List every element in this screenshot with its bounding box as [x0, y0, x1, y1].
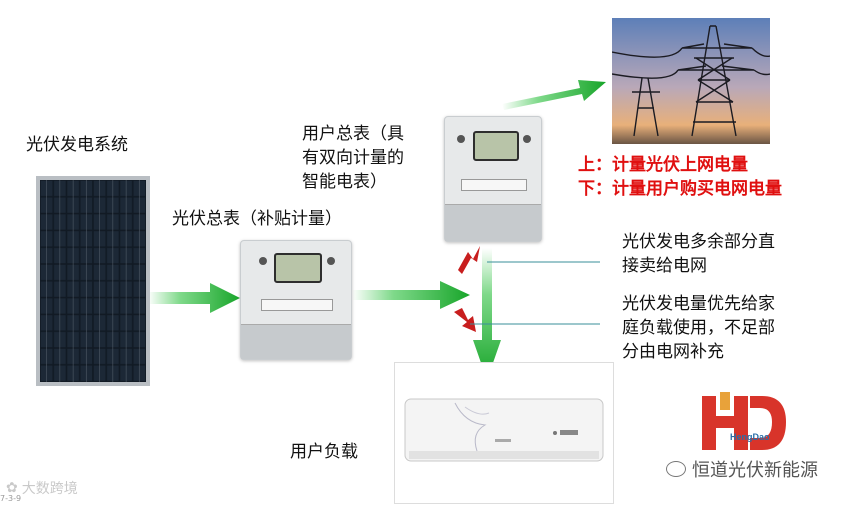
wechat-watermark: 恒道光伏新能源 — [666, 456, 818, 482]
red-arrow-up — [458, 246, 480, 274]
arrow-junction-to-load — [473, 248, 501, 380]
note1-line1: 光伏发电多余部分直 — [622, 232, 775, 252]
solar-cell-grid — [40, 180, 146, 382]
note2-line1: 光伏发电量优先给家 — [622, 294, 775, 314]
air-conditioner-image — [394, 362, 614, 504]
note2-line2: 庭负载使用，不足部 — [622, 318, 775, 338]
watermark-logo-icon: ✿ — [6, 480, 18, 496]
upper-reading-label: 上：计量光伏上网电量 — [578, 155, 748, 175]
pv-meter-image — [240, 240, 352, 360]
hengdao-logo: HengDao — [700, 392, 788, 456]
arrow-pv-meter-to-junction — [352, 281, 470, 309]
left-watermark-text: 大数跨境 — [21, 481, 78, 497]
date-watermark: 7-3-9 — [0, 494, 22, 503]
arrow-panel-to-pv-meter — [148, 283, 240, 313]
user-meter-label-line3: 智能电表） — [302, 172, 387, 192]
user-load-label: 用户负载 — [290, 442, 358, 462]
arrow-meter-to-grid — [502, 80, 606, 110]
pv-system-label: 光伏发电系统 — [26, 135, 128, 155]
left-watermark: ✿ 大数跨境 — [6, 478, 78, 498]
note1-line2: 接卖给电网 — [622, 256, 707, 276]
pv-meter-label: 光伏总表（补贴计量） — [172, 209, 342, 229]
logo-subtitle: HengDao — [730, 432, 770, 442]
user-meter-image — [444, 116, 542, 242]
meter-display — [473, 131, 519, 161]
power-grid-image — [612, 18, 770, 144]
meter-button-icon — [457, 135, 465, 143]
meter-terminal-cover — [445, 204, 541, 241]
meter-terminal-cover — [241, 324, 351, 359]
lower-reading-label: 下：计量用户购买电网电量 — [578, 179, 782, 199]
hd-logo-icon — [702, 392, 786, 450]
meter-button-icon — [259, 257, 267, 265]
meter-barcode-strip — [461, 179, 527, 191]
note2-line3: 分由电网补充 — [622, 342, 724, 362]
solar-panel-image — [36, 176, 150, 386]
meter-button-icon — [327, 257, 335, 265]
transmission-tower-icon — [612, 18, 770, 144]
meter-display — [274, 253, 322, 283]
user-meter-label-line1: 用户总表（具 — [302, 124, 404, 144]
user-meter-label-line2: 有双向计量的 — [302, 148, 404, 168]
meter-button-icon — [523, 135, 531, 143]
meter-barcode-strip — [261, 299, 333, 311]
wechat-account-name: 恒道光伏新能源 — [692, 460, 818, 481]
red-arrow-down — [454, 308, 476, 332]
wechat-icon — [666, 461, 686, 477]
air-conditioner-icon — [404, 398, 604, 462]
